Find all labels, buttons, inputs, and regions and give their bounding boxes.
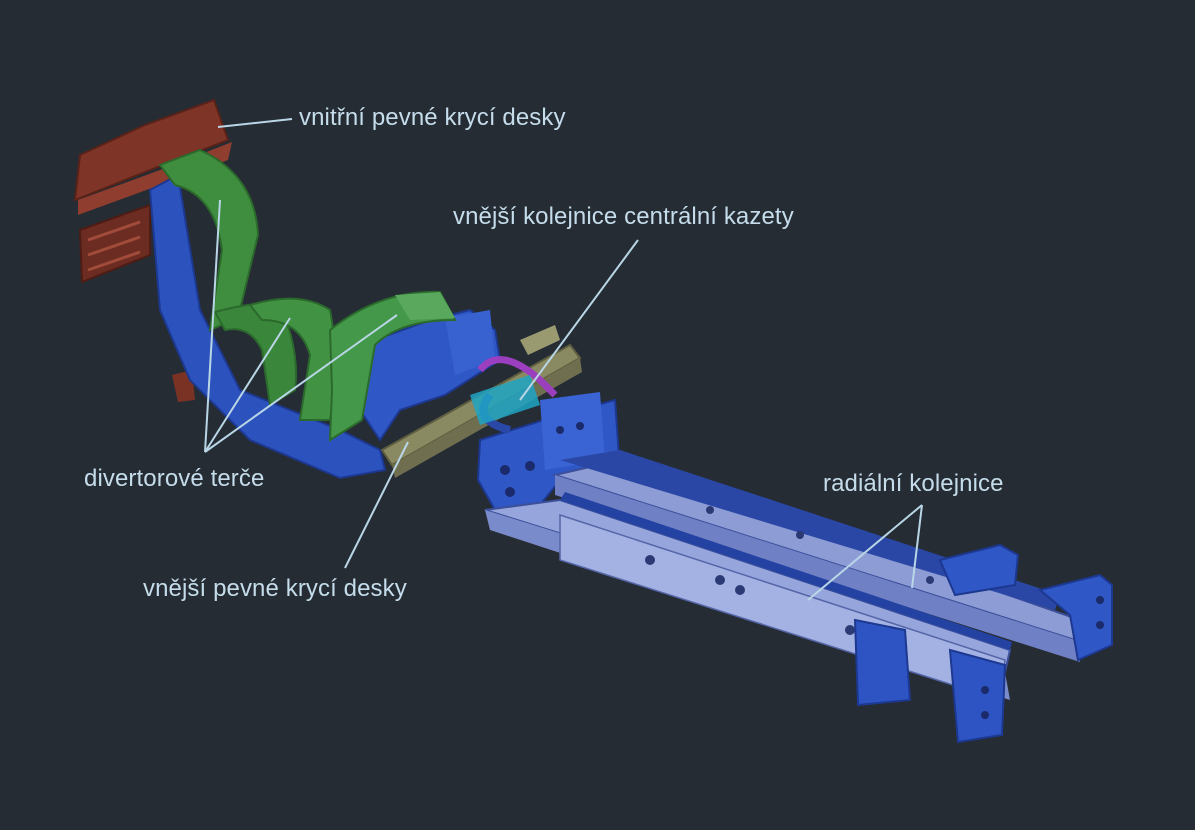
leader-inner-plates [217, 118, 293, 128]
label-radial-rails: radiální kolejnice [823, 470, 1004, 497]
radial-rails [484, 450, 1082, 701]
leader-central-rail [519, 239, 639, 401]
leader-divertor-target-2 [204, 317, 291, 453]
divertor-targets [158, 148, 457, 442]
label-central-cassette-rail: vnější kolejnice centrální kazety [453, 203, 794, 230]
leader-outer-plates [344, 441, 409, 569]
leader-divertor-target-3 [204, 314, 398, 453]
central-cassette-rail [380, 325, 582, 478]
leader-lines [204, 118, 923, 601]
leader-divertor-target-1 [204, 199, 221, 453]
rail-end-brackets [853, 543, 1113, 744]
leader-radial-rail-1 [807, 504, 923, 601]
cassette-body [148, 173, 622, 512]
label-inner-cover-plates: vnitřní pevné krycí desky [299, 104, 566, 131]
label-divertor-targets: divertorové terče [84, 465, 265, 492]
label-outer-cover-plates: vnější pevné krycí desky [143, 575, 407, 602]
leader-radial-rail-2 [911, 504, 923, 589]
